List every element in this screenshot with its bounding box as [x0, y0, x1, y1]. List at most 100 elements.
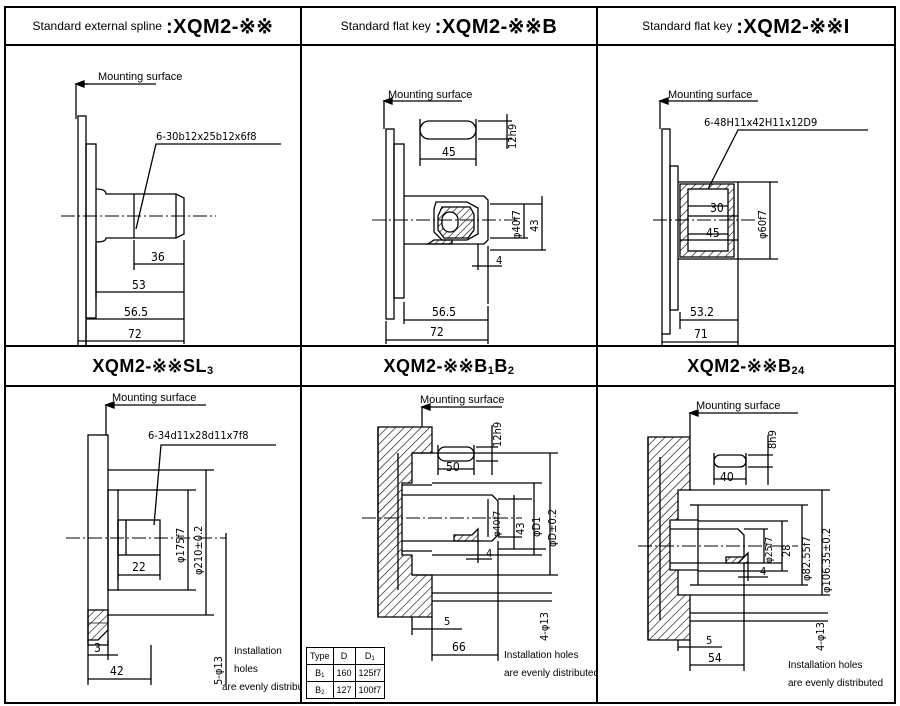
panel-flat-key-b: Standard flat key :XQM2-※※B	[302, 8, 596, 345]
dim-holes: 4-φ13	[538, 612, 551, 641]
panel-b1b2: XQM2-※※B1B2	[302, 347, 596, 702]
header-prefix: Standard external spline	[32, 19, 162, 33]
dim-43: 43	[528, 219, 541, 232]
dim-22: 22	[132, 560, 146, 574]
frame-top	[4, 6, 896, 8]
drawing-flat-key-b: Mounting surface 45 12h9 φ40f7 43 4 56.5…	[372, 89, 546, 344]
note-line-2: are evenly distributed	[788, 678, 884, 689]
dim-shaft-dia: φ40f7	[492, 511, 503, 537]
note-line-1: Installation holes	[504, 650, 579, 661]
dim-holes: 4-φ13	[814, 622, 827, 651]
frame-right	[894, 6, 896, 704]
panel-external-spline: Standard external spline :XQM2-※※	[6, 8, 300, 345]
dim-43: 43	[514, 522, 527, 535]
panel-header: XQM2-※※B24	[598, 347, 894, 385]
panel-b24: XQM2-※※B24	[598, 347, 894, 702]
header-sub-2: 2	[507, 364, 515, 377]
table-header-d1: D1	[354, 647, 386, 665]
drawing-b24: Mounting surface 8h9 40 φ25f7 28 φ82.55f…	[638, 400, 833, 671]
dim-30: 30	[710, 201, 724, 215]
panel-sl3: XQM2-※※SL3	[6, 347, 300, 702]
table-row: B2 127 100f7	[306, 681, 386, 699]
installation-note: Installation holes are evenly distribute…	[788, 657, 888, 693]
note-line-2: are evenly distributed	[222, 682, 300, 693]
note-line-1: Installation holes	[788, 660, 863, 671]
mounting-label: Mounting surface	[98, 71, 182, 83]
frame-left	[4, 6, 6, 704]
frame-bottom	[4, 702, 896, 704]
divider-row	[4, 345, 896, 347]
drawing-flat-key-i: Mounting surface 6-48H11x42H11x12D9 30 4…	[653, 89, 868, 345]
panel-header: XQM2-※※B1B2	[302, 347, 596, 385]
mounting-label: Mounting surface	[668, 89, 752, 101]
header-sub: 3	[207, 364, 214, 377]
dim-5: 5	[706, 634, 712, 647]
mounting-label: Mounting surface	[696, 400, 780, 412]
panel-header: Standard external spline :XQM2-※※	[6, 8, 300, 44]
spline-spec: 6-48H11x42H11x12D9	[704, 116, 817, 129]
dim-36: 36	[151, 250, 165, 264]
dim-key-length: 40	[720, 470, 734, 484]
dim-4: 4	[760, 565, 766, 578]
note-line-1: Installation holes	[234, 646, 282, 675]
dim-53: 53	[132, 278, 146, 292]
dim-3: 3	[94, 641, 101, 655]
installation-note: Installation holes are evenly distribute…	[504, 647, 596, 683]
dim-d: φ106.35±0.2	[820, 528, 833, 593]
table-header-d: D	[332, 647, 356, 665]
type-table: Type D D1 B1 160 125f7 B2 127 100f7	[306, 647, 386, 699]
divider-col2	[596, 6, 598, 704]
dim-d: φD±0.2	[546, 509, 559, 547]
dim-66: 66	[452, 640, 466, 654]
panel-header: Standard flat key :XQM2-※※B	[302, 8, 596, 44]
dim-shaft-dia: φ25f7	[764, 537, 775, 563]
dim-53-2: 53.2	[690, 305, 714, 319]
header-rule-top	[4, 44, 896, 46]
dim-d1: φD1	[530, 517, 543, 537]
dim-key-length: 50	[446, 460, 460, 474]
dim-shaft-dia: φ40f7	[510, 210, 523, 239]
dim-d1: φ82.55f7	[800, 536, 813, 581]
table-header-type: Type	[306, 647, 334, 665]
header-model: :XQM2-※※B	[434, 15, 558, 38]
mounting-label: Mounting surface	[112, 392, 196, 404]
panel-header: Standard flat key :XQM2-※※I	[598, 8, 894, 44]
header-model: :XQM2-※※	[165, 15, 274, 38]
mounting-label: Mounting surface	[388, 89, 472, 101]
header-sub: 24	[791, 364, 805, 377]
dim-56-5: 56.5	[432, 305, 456, 319]
note-line-2: are evenly distributed	[504, 668, 596, 679]
panel-header: XQM2-※※SL3	[6, 347, 300, 385]
drawing-sl3: Mounting surface 6-34d11x28d11x7f8 22 φ1…	[66, 392, 276, 685]
dim-key-width: 8h9	[766, 430, 779, 449]
header-model: XQM2-※※B	[383, 355, 488, 376]
mounting-label: Mounting surface	[420, 394, 504, 406]
dim-72: 72	[430, 325, 444, 339]
dim-210: φ210±0.2	[192, 526, 205, 575]
dim-28: 28	[780, 544, 793, 557]
spline-spec: 6-34d11x28d11x7f8	[148, 429, 249, 442]
header-sub-1: 1	[487, 364, 495, 377]
dim-60f7: φ60f7	[756, 210, 769, 239]
drawing-external-spline: Mounting surface 6-30b12x25b12x6f8 36 53…	[61, 71, 281, 345]
panel-flat-key-i: Standard flat key :XQM2-※※I	[598, 8, 894, 345]
dim-5: 5	[444, 615, 450, 628]
dim-56-5: 56.5	[124, 305, 148, 319]
drawing-b1b2: Mounting surface 12h9 50 φ40f7 43 φD1 φD…	[362, 394, 559, 661]
dim-175f7: φ175f7	[174, 528, 187, 563]
dim-key-width: 12h9	[506, 124, 519, 149]
dim-key-length: 45	[442, 145, 456, 159]
dim-72: 72	[128, 327, 142, 341]
table-header-row: Type D D1	[306, 647, 386, 665]
header-mid: B	[494, 355, 508, 376]
dim-54: 54	[708, 651, 722, 665]
table-row: B1 160 125f7	[306, 664, 386, 682]
header-model: :XQM2-※※I	[736, 15, 850, 38]
dim-45: 45	[706, 226, 720, 240]
header-prefix: Standard flat key	[340, 19, 431, 33]
header-prefix: Standard flat key	[642, 19, 733, 33]
dim-holes: 5-φ13	[212, 656, 225, 685]
dim-key-width: 12h9	[491, 422, 504, 447]
header-rule-bottom	[4, 385, 896, 387]
